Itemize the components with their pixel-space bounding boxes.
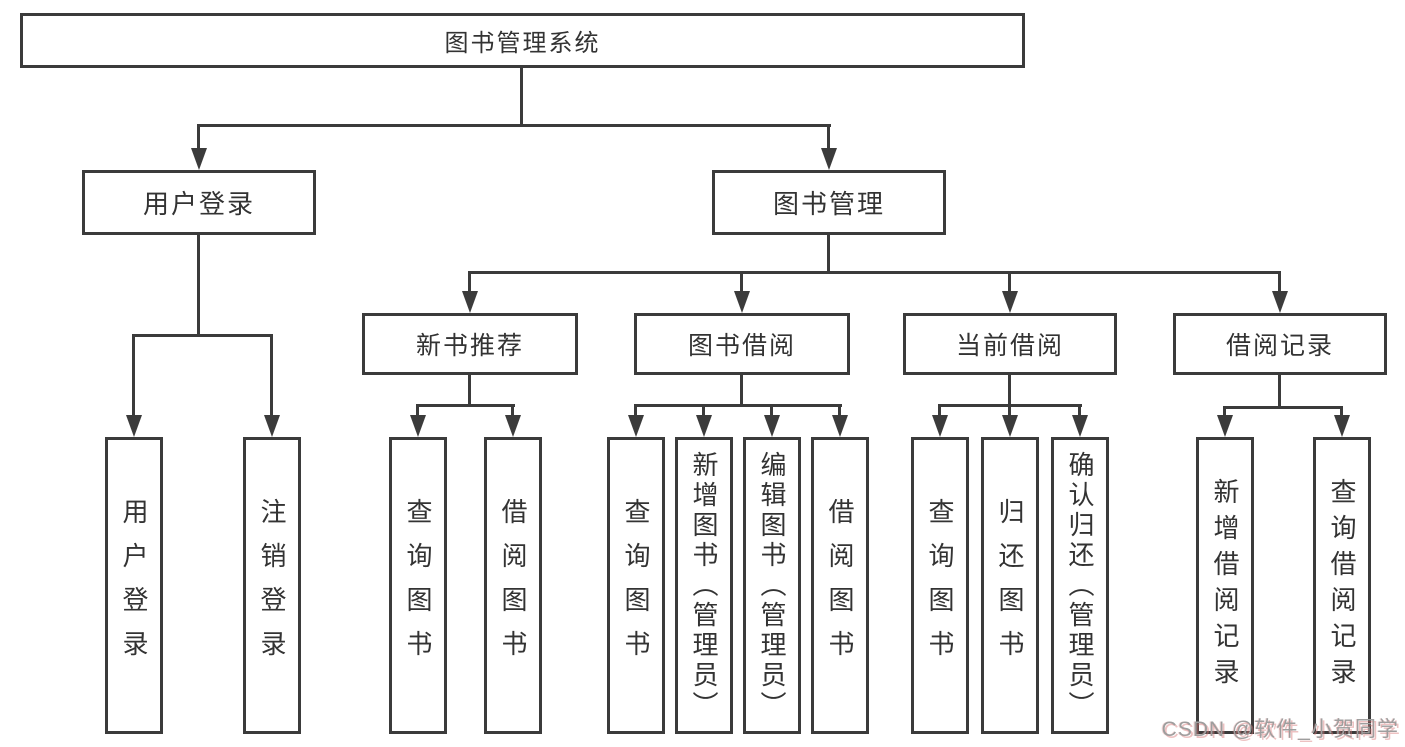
connector-line xyxy=(1278,375,1281,409)
leaf-current-query-book-label: 查询图书 xyxy=(925,497,955,674)
arrow-down-icon xyxy=(1217,415,1233,437)
connector-line xyxy=(740,375,743,407)
connector-line xyxy=(827,124,830,152)
node-user-login: 用户登录 xyxy=(82,170,316,235)
node-book-management-label: 图书管理 xyxy=(772,189,885,219)
arrow-down-icon xyxy=(191,148,207,170)
arrow-down-icon xyxy=(126,415,142,437)
leaf-newbook-borrow-book: 借阅图书 xyxy=(484,437,542,734)
connector-line xyxy=(197,235,200,337)
leaf-borrow-query-book-label: 查询图书 xyxy=(621,497,651,674)
connector-line xyxy=(270,334,273,422)
leaf-current-query-book: 查询图书 xyxy=(911,437,969,734)
connector-line xyxy=(1223,406,1343,409)
leaf-borrow-borrow-book: 借阅图书 xyxy=(811,437,869,734)
connector-line xyxy=(132,334,273,337)
arrow-down-icon xyxy=(932,415,948,437)
connector-line xyxy=(1008,271,1011,297)
leaf-borrow-edit-book-admin: 编辑图书（管理员） xyxy=(743,437,801,734)
node-borrow-record-label: 借阅记录 xyxy=(1225,332,1334,360)
node-current-borrow: 当前借阅 xyxy=(903,313,1117,375)
leaf-current-return-book: 归还图书 xyxy=(981,437,1039,734)
arrow-down-icon xyxy=(264,415,280,437)
leaf-borrow-add-book-admin-label: 新增图书（管理员） xyxy=(689,450,719,721)
node-new-book-recommend: 新书推荐 xyxy=(362,313,578,375)
connector-line xyxy=(827,235,830,274)
arrow-down-icon xyxy=(1002,291,1018,313)
connector-line xyxy=(468,375,471,407)
leaf-borrow-add-book-admin: 新增图书（管理员） xyxy=(675,437,733,734)
node-root: 图书管理系统 xyxy=(20,13,1025,68)
node-current-borrow-label: 当前借阅 xyxy=(955,332,1064,360)
arrow-down-icon xyxy=(1072,415,1088,437)
leaf-newbook-borrow-book-label: 借阅图书 xyxy=(498,497,528,674)
connector-line xyxy=(740,271,743,297)
node-new-book-recommend-label: 新书推荐 xyxy=(415,332,524,360)
arrow-down-icon xyxy=(734,291,750,313)
leaf-current-confirm-return-admin: 确认归还（管理员） xyxy=(1051,437,1109,734)
leaf-record-add-record: 新增借阅记录 xyxy=(1196,437,1254,734)
connector-line xyxy=(468,271,1281,274)
connector-line xyxy=(132,334,135,422)
csdn-watermark: CSDN @软件_小贺同学 xyxy=(1161,718,1399,741)
connector-line xyxy=(197,124,831,127)
arrow-down-icon xyxy=(462,291,478,313)
arrow-down-icon xyxy=(1002,415,1018,437)
connector-line xyxy=(1278,271,1281,297)
arrow-down-icon xyxy=(1272,291,1288,313)
leaf-logout: 注销登录 xyxy=(243,437,301,734)
connector-line xyxy=(520,68,523,126)
leaf-record-query-record-label: 查询借阅记录 xyxy=(1327,477,1357,694)
leaf-borrow-query-book: 查询图书 xyxy=(607,437,665,734)
arrow-down-icon xyxy=(764,415,780,437)
node-book-borrow-label: 图书借阅 xyxy=(687,332,796,360)
leaf-record-add-record-label: 新增借阅记录 xyxy=(1210,477,1240,694)
node-root-label: 图书管理系统 xyxy=(444,30,601,57)
connector-line xyxy=(416,404,515,407)
leaf-newbook-query-book: 查询图书 xyxy=(389,437,447,734)
arrow-down-icon xyxy=(505,415,521,437)
leaf-current-return-book-label: 归还图书 xyxy=(995,497,1025,674)
node-borrow-record: 借阅记录 xyxy=(1173,313,1387,375)
arrow-down-icon xyxy=(821,148,837,170)
arrow-down-icon xyxy=(410,415,426,437)
node-book-borrow: 图书借阅 xyxy=(634,313,850,375)
arrow-down-icon xyxy=(1334,415,1350,437)
leaf-logout-label: 注销登录 xyxy=(257,497,287,674)
arrow-down-icon xyxy=(832,415,848,437)
arrow-down-icon xyxy=(628,415,644,437)
node-user-login-label: 用户登录 xyxy=(142,189,255,219)
node-book-management: 图书管理 xyxy=(712,170,946,235)
leaf-borrow-borrow-book-label: 借阅图书 xyxy=(825,497,855,674)
leaf-current-confirm-return-admin-label: 确认归还（管理员） xyxy=(1065,450,1095,721)
connector-line xyxy=(634,404,842,407)
arrow-down-icon xyxy=(696,415,712,437)
leaf-borrow-edit-book-admin-label: 编辑图书（管理员） xyxy=(757,450,787,721)
leaf-newbook-query-book-label: 查询图书 xyxy=(403,497,433,674)
connector-line xyxy=(197,124,200,152)
leaf-record-query-record: 查询借阅记录 xyxy=(1313,437,1371,734)
connector-line xyxy=(468,271,471,297)
leaf-user-login: 用户登录 xyxy=(105,437,163,734)
leaf-user-login-label: 用户登录 xyxy=(119,497,149,674)
connector-line xyxy=(1008,375,1011,407)
